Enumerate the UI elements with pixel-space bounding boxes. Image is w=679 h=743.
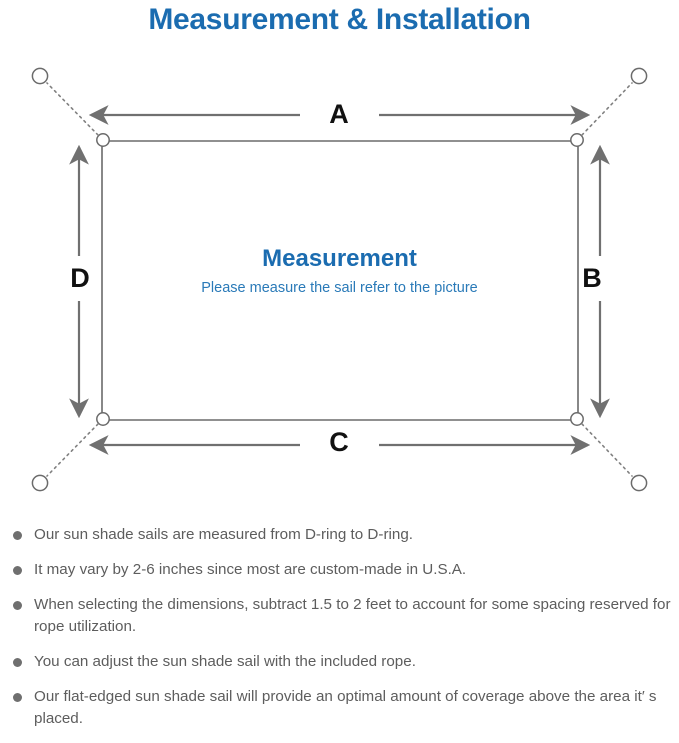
dimension-label-d: D <box>70 263 90 293</box>
rope-top-right <box>581 82 633 136</box>
d-ring-top-right <box>570 133 584 147</box>
list-item: Our flat-edged sun shade sail will provi… <box>0 686 679 730</box>
bullet-icon <box>13 566 22 575</box>
list-item-text: When selecting the dimensions, subtract … <box>34 596 671 635</box>
bullet-icon <box>13 531 22 540</box>
page-title: Measurement & Installation <box>148 3 531 36</box>
dimension-label-b: B <box>582 263 602 293</box>
bullet-icon <box>13 693 22 702</box>
anchor-ring-top-right <box>630 67 648 85</box>
rope-top-left <box>46 82 99 136</box>
list-item: It may vary by 2-6 inches since most are… <box>0 559 679 581</box>
list-item: You can adjust the sun shade sail with t… <box>0 651 679 673</box>
d-ring-bottom-left <box>96 412 110 426</box>
bullet-icon <box>13 601 22 610</box>
d-ring-top-left <box>96 133 110 147</box>
rope-bottom-right <box>581 423 633 477</box>
list-item-text: You can adjust the sun shade sail with t… <box>34 653 416 670</box>
anchor-ring-bottom-right <box>630 474 648 492</box>
bullet-icon <box>13 658 22 667</box>
dimension-label-c: C <box>329 427 349 457</box>
anchor-ring-bottom-left <box>31 474 49 492</box>
list-item: Our sun shade sails are measured from D-… <box>0 524 679 546</box>
list-item-text: Our sun shade sails are measured from D-… <box>34 526 413 543</box>
sail-subheading: Please measure the sail refer to the pic… <box>201 280 478 296</box>
d-ring-bottom-right <box>570 412 584 426</box>
list-item-text: Our flat-edged sun shade sail will provi… <box>34 688 657 727</box>
sun-shade-sail-measurement-diagram: A B C D Measurement Please measure the s… <box>0 46 679 516</box>
list-item-text: It may vary by 2-6 inches since most are… <box>34 561 467 578</box>
list-item: When selecting the dimensions, subtract … <box>0 594 679 638</box>
sail-heading: Measurement <box>262 245 417 272</box>
rope-bottom-left <box>46 423 99 477</box>
notes-list: Our sun shade sails are measured from D-… <box>0 524 679 743</box>
dimension-label-a: A <box>329 99 349 129</box>
anchor-ring-top-left <box>31 67 49 85</box>
diagram-svg <box>31 67 648 492</box>
